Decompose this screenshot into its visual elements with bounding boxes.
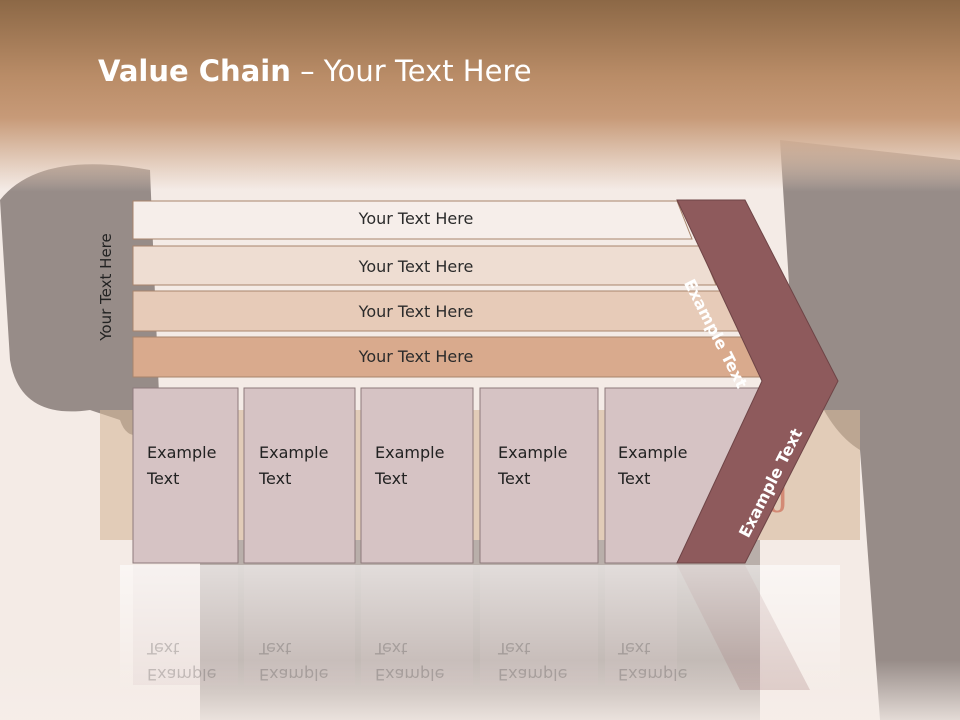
activity-box-3-line2: Text: [375, 469, 408, 488]
header-band: [0, 0, 960, 190]
title-bold: Value Chain: [98, 54, 291, 88]
page-title: Value Chain – Your Text Here: [98, 54, 532, 88]
reflection-label-5-line2: Text: [618, 639, 651, 658]
reflection-label-2-line1: Example: [259, 665, 329, 684]
activity-box-3-line1: Example: [375, 443, 445, 462]
activity-box-3: [360, 387, 474, 564]
reflection-label-4: Example Text: [498, 635, 567, 687]
reflection-label-1-line2: Text: [147, 639, 180, 658]
reflection-label-1-line1: Example: [147, 665, 217, 684]
activity-box-4: [479, 387, 599, 564]
reflection-label-5: Example Text: [618, 635, 687, 687]
activity-box-5-line2: Text: [618, 469, 651, 488]
side-label: Your Text Here: [97, 233, 115, 341]
activity-box-2-line2: Text: [259, 469, 292, 488]
reflection-label-1: Example Text: [147, 635, 216, 687]
activity-box-5-line1: Example: [618, 443, 688, 462]
support-bar-1: [132, 200, 693, 240]
activity-box-2: [243, 387, 356, 564]
reflection-label-4-line2: Text: [498, 639, 531, 658]
activity-box-4-line2: Text: [498, 469, 531, 488]
reflection-label-2: Example Text: [259, 635, 328, 687]
margin-chevron: [676, 199, 839, 564]
reflection-label-2-line2: Text: [259, 639, 292, 658]
support-bar-4-label: Your Text Here: [358, 347, 474, 366]
title-rest: – Your Text Here: [290, 54, 532, 88]
reflection-label-3: Example Text: [375, 635, 444, 687]
activity-box-4-line1: Example: [498, 443, 568, 462]
reflection-label-4-line1: Example: [498, 665, 568, 684]
reflection-label-5-line1: Example: [618, 665, 688, 684]
support-bar-3-label: Your Text Here: [358, 302, 474, 321]
support-bar-2: [132, 245, 717, 286]
activity-box-1-line2: Text: [147, 469, 180, 488]
activity-box-1: [132, 387, 239, 564]
activity-box-2-line1: Example: [259, 443, 329, 462]
support-bar-1-label: Your Text Here: [358, 209, 474, 228]
activity-box-1-line1: Example: [147, 443, 217, 462]
reflection-label-3-line1: Example: [375, 665, 445, 684]
support-bar-2-label: Your Text Here: [358, 257, 474, 276]
reflection-label-3-line2: Text: [375, 639, 408, 658]
